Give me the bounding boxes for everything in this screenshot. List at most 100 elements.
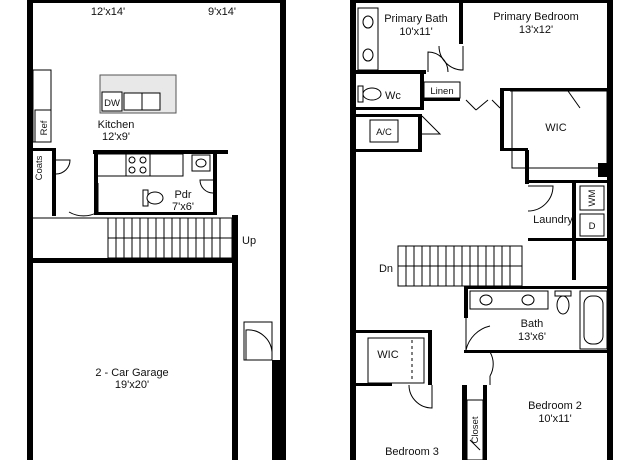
bedroom3-name: Bedroom 3 xyxy=(385,446,439,458)
primary-bath-right-wall xyxy=(459,0,463,44)
bath-door-swing xyxy=(465,318,491,351)
ac-closet-bottom xyxy=(356,149,422,152)
ac-closet-right xyxy=(418,114,422,152)
bedroom2-size: 10'x11' xyxy=(538,413,571,425)
powder-door-swing xyxy=(68,183,99,217)
linen-door-swing xyxy=(465,99,489,111)
garage-right-wall xyxy=(272,360,280,460)
dining-size: 12'x14' xyxy=(91,6,125,18)
bath-left-wall xyxy=(464,286,468,318)
primary-bath-bottom-wall xyxy=(356,70,426,74)
ac-unit xyxy=(369,119,399,143)
laundry-label: Laundry xyxy=(533,214,573,226)
laundry-lower-wall xyxy=(465,286,611,289)
first-floor-right-wall xyxy=(280,0,286,460)
stairs-second-floor xyxy=(397,245,523,287)
first-floor: Ref DW Kitchen 12'x9' 12'x14' 9'x14' Coa… xyxy=(27,0,286,460)
bedroom3-wic-label: WIC xyxy=(377,349,398,361)
primary-wic-bottom xyxy=(500,148,528,151)
coats-closet-side xyxy=(52,148,56,216)
bath-vanity xyxy=(469,290,549,310)
kitchen-size: 12'x9' xyxy=(102,131,130,143)
primary-wic-top xyxy=(500,88,607,91)
ref-label: Ref xyxy=(39,120,50,135)
garage-door-swing xyxy=(245,329,273,360)
bath-name: Bath xyxy=(521,318,544,330)
bedroom3-wic-shelf xyxy=(367,337,425,384)
dryer-label: D xyxy=(589,221,596,232)
primary-wic-door-swing xyxy=(510,90,581,109)
linen-label: Linen xyxy=(430,86,453,97)
bedroom-divider-wall xyxy=(462,385,467,460)
bedroom2-door-swing xyxy=(466,351,494,385)
primary-bedroom-size: 13'x12' xyxy=(519,24,553,36)
bath-bottom-wall xyxy=(464,350,610,353)
powder-bottom-wall xyxy=(94,212,217,215)
washer-label: WM xyxy=(587,189,598,206)
garage-name: 2 - Car Garage xyxy=(95,367,168,379)
washer xyxy=(579,185,605,211)
kitchen-name: Kitchen xyxy=(98,119,135,131)
primary-bath-door-swing xyxy=(427,51,449,73)
garage-top-wall xyxy=(33,258,236,263)
primary-bath-name: Primary Bath xyxy=(384,13,448,25)
kitchen-lower-wall xyxy=(93,150,228,154)
bath-size: 13'x6' xyxy=(518,331,546,343)
dryer xyxy=(579,213,605,237)
bedroom3-wic-bottom xyxy=(356,383,392,386)
powder-size: 7'x6' xyxy=(172,201,194,213)
laundry-door-swing xyxy=(527,185,554,212)
bedroom3-wic-top xyxy=(356,330,432,333)
ac-door-swing xyxy=(421,115,442,135)
bedroom2-name: Bedroom 2 xyxy=(528,400,582,412)
second-floor-left-wall xyxy=(350,0,356,460)
powder-right-wall xyxy=(213,150,217,215)
laundry-outer-right xyxy=(598,163,607,177)
primary-wic-left xyxy=(500,88,504,150)
bath-toilet-tank xyxy=(554,290,572,297)
second-floor-right-wall xyxy=(607,0,613,460)
laundry-top-wall xyxy=(528,180,607,183)
laundry-left-wall xyxy=(525,150,529,184)
bedroom3-wic-right xyxy=(428,330,432,385)
stove-top xyxy=(125,153,151,177)
powder-toilet xyxy=(146,191,164,205)
dw-label: DW xyxy=(104,98,120,109)
coats-closet-wall xyxy=(33,148,55,151)
ac-label: A/C xyxy=(376,127,392,138)
wc-toilet-tank xyxy=(357,85,364,103)
linen-bottom-wall xyxy=(424,98,460,101)
bath-toilet xyxy=(556,295,570,315)
closet-label: Closet xyxy=(470,416,481,443)
powder-left-wall xyxy=(94,150,98,215)
wc-right-wall xyxy=(420,74,424,110)
living-size: 9'x14' xyxy=(208,6,236,18)
coats-door-swing xyxy=(55,159,71,175)
powder-name: Pdr xyxy=(174,189,191,201)
primary-bedroom-name: Primary Bedroom xyxy=(493,11,579,23)
first-floor-left-wall xyxy=(27,0,33,460)
garage-step xyxy=(243,321,273,361)
coats-label: Coats xyxy=(34,155,45,180)
primary-wic-label: WIC xyxy=(545,122,566,134)
stairs-first-floor xyxy=(107,217,236,259)
wc-label: Wc xyxy=(385,90,401,102)
primary-bedroom-door-swing xyxy=(438,45,464,71)
laundry-side-wall xyxy=(572,180,576,280)
stairs-up-label: Up xyxy=(242,235,256,247)
wc-left xyxy=(356,107,424,110)
bedroom3-wic-door-swing xyxy=(408,384,433,409)
ac-closet-top xyxy=(356,114,422,117)
powder-top-wall xyxy=(184,150,217,153)
second-floor-top-wall xyxy=(350,0,613,3)
powder-door-swing-2 xyxy=(199,179,214,194)
powder-sink xyxy=(191,154,211,172)
bedroom2-closet-wall xyxy=(483,385,487,460)
dishwasher xyxy=(101,91,123,112)
garage-size: 19'x20' xyxy=(115,379,149,391)
stairs-down-label: Dn xyxy=(379,263,393,275)
wc-toilet xyxy=(362,87,382,101)
primary-bath-size: 10'x11' xyxy=(399,26,432,38)
refrigerator xyxy=(34,109,52,143)
